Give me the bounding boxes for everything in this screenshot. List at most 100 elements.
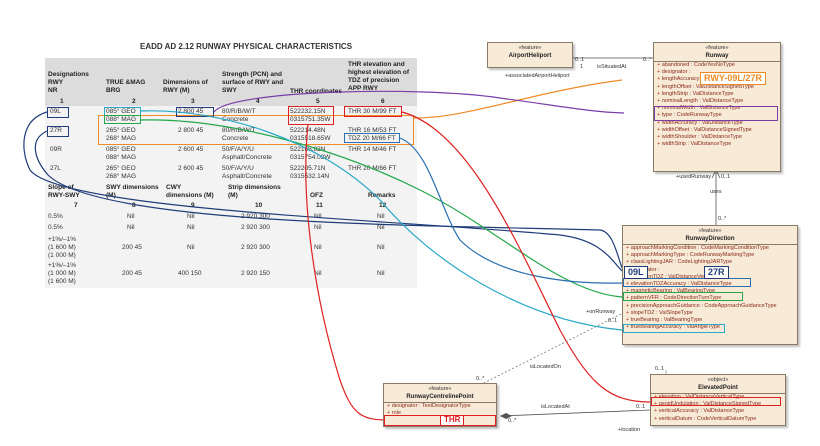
connector-navy-09l <box>23 111 623 272</box>
assoc-label-located-on: isLocatedOn <box>530 364 561 370</box>
assoc-label-on-runway: +onRunway <box>586 309 616 315</box>
table-header-band <box>45 58 417 106</box>
col-header-dimensions: Dimensions of RWY (M) <box>163 79 208 94</box>
attr-role: + role <box>387 410 401 417</box>
table-cell-swy: Nil <box>127 213 135 220</box>
attr-precision-approach-guidance: + precisionApproachGuidance : CodeApproa… <box>626 302 777 309</box>
table-cell-strength: 50/F/A/Y/U Asphalt/Concrete <box>222 165 272 180</box>
attr-pattern-vfr: + patternVFR : CodeDirectionTurnType <box>626 295 722 302</box>
class-name: RunwayCentrelinePoint <box>384 393 496 403</box>
highlight-thr-elevation <box>344 106 402 117</box>
document-title: EADD AD 2.12 RUNWAY PHYSICAL CHARACTERIS… <box>140 42 353 51</box>
col-number: 9 <box>191 202 195 209</box>
connector-red-elev <box>401 111 651 403</box>
table-cell-designator: 27R <box>50 127 62 134</box>
assoc-located-at <box>499 409 651 417</box>
attr-elevation-tdz-accuracy: + elevationTDZAccuracy : ValDistanceType <box>626 281 732 288</box>
callout-direction-09l: 09L <box>624 266 648 279</box>
col-number: 11 <box>316 202 323 209</box>
attr-nominal-length: + nominalLength : ValDistanceType <box>657 98 744 105</box>
class-name: Runway <box>654 52 780 62</box>
table-cell-swy: Nil <box>127 224 135 231</box>
class-airport-heliport[interactable]: «feature» AirportHeliport <box>487 42 573 68</box>
connector-teal <box>140 110 623 331</box>
table-cell-slope: 0.5% <box>48 213 63 220</box>
table-cell-bearing: 265° GEO 268° MAG <box>106 127 137 142</box>
attr-width-strip: + widthStrip : ValDistanceType <box>657 141 732 148</box>
class-name: ElevatedPoint <box>651 384 785 394</box>
highlight-true-bearing-attr <box>623 324 725 333</box>
connector-orange <box>413 79 623 119</box>
highlight-runway-rows <box>98 115 414 145</box>
assoc-label-situated: isSituatedAt <box>597 64 627 70</box>
table-cell-cwy: Nil <box>187 224 195 231</box>
col-header-thr-coordinates: THR coordinates <box>290 88 343 95</box>
multiplicity: 0..1 <box>721 174 731 180</box>
col-number: 1 <box>60 98 64 105</box>
stereotype: «object» <box>707 377 729 383</box>
highlight-tdz-elevation <box>344 133 400 143</box>
table-cell-thr-coordinates: 522232.15N 0315751.35W <box>290 108 331 123</box>
class-name: AirportHeliport <box>508 53 552 59</box>
multiplicity: 0..1 <box>636 404 646 410</box>
connector-red-coord <box>305 123 389 421</box>
col-header-strength: Strength (PCN) and surface of RWY and SW… <box>222 71 284 94</box>
table-cell-dimensions: 2 600 45 <box>178 146 204 153</box>
table-cell-thr-elevation: THR 16 M/53 FT TDZ 20 M/66 FT <box>348 127 397 142</box>
table-cell-designator: 09L <box>50 108 61 115</box>
col-number: 5 <box>316 98 320 105</box>
connector-purple <box>213 90 625 114</box>
multiplicity: 0..* <box>476 376 485 382</box>
attr-abandoned: + abandoned : CodeYesNoType <box>657 62 735 68</box>
col-number: 6 <box>381 98 385 105</box>
table-cell-strip: 2 920 300 <box>241 244 270 251</box>
table-cell-thr-elevation: THR 30 M/99 FT <box>348 108 397 115</box>
col-header-remarks: Remarks <box>368 192 396 199</box>
multiplicity: 0..1 <box>575 57 585 63</box>
col-header-strip: Strip dimensions (M) <box>228 184 281 199</box>
assoc-label-used-runway: +usedRunway <box>676 174 712 180</box>
class-runway-centreline-point[interactable]: «feature» RunwayCentrelinePoint + design… <box>383 383 497 427</box>
table-cell-remarks: Nil <box>377 224 385 231</box>
col-number: 12 <box>379 202 387 209</box>
highlight-elevation <box>651 397 781 406</box>
multiplicity: 1 <box>580 64 584 70</box>
highlight-magnetic-bearing-attr <box>623 292 743 301</box>
callout-runway-designator: RWY-09L/27R <box>700 72 766 85</box>
assoc-label-located-at: isLocatedAt <box>541 404 570 410</box>
highlight-designator-27r <box>47 126 69 137</box>
attr-type: + type : CodeRunwayType <box>657 112 722 119</box>
table-cell-strength: 50/F/A/Y/U Asphalt/Concrete <box>222 146 272 161</box>
table-cell-dimensions: 2 600 45 <box>178 165 204 172</box>
class-runway[interactable]: «feature» Runway + abandoned : CodeYesNo… <box>653 42 781 172</box>
multiplicity: 0..1 <box>608 318 618 324</box>
table-cell-bearing: 265° GEO 268° MAG <box>106 165 137 180</box>
multiplicity: 0..* <box>718 216 727 222</box>
highlight-nominal-attrs <box>654 106 778 121</box>
table-cell-thr-coordinates: 522205.71N 0315532.14N <box>290 165 330 180</box>
table-cell-slope: +1%/–1% (1 000 M) (1 600 M) <box>48 262 77 285</box>
col-number: 10 <box>255 202 263 209</box>
assoc-label-uses: uses <box>710 189 722 195</box>
table-cell-strength: 80/R/B/W/T Concrete <box>222 108 256 123</box>
col-header-bearing: TRUE &MAG BRG <box>106 79 146 94</box>
col-header-ofz: OFZ <box>310 192 323 199</box>
attr-true-bearing: + trueBearing : ValBearingType <box>626 317 703 324</box>
table-cell-swy: 200 45 <box>122 244 142 251</box>
col-header-cwy: CWY dimensions (M) <box>166 184 214 199</box>
stereotype: «feature» <box>428 386 452 392</box>
table-cell-strip: 2 920 300 <box>241 224 270 231</box>
col-number: 8 <box>132 202 136 209</box>
highlight-elevation-tdz <box>623 278 751 287</box>
attr-vertical-datum: + verticalDatum : CodeVerticalDatumType <box>654 415 757 422</box>
table-cell-strength: 80/R/B/W/T Concrete <box>222 127 256 142</box>
table-cell-ofz: Nil <box>314 270 322 277</box>
assoc-label-associated-airport: +associatedAirportHeliport <box>505 73 570 79</box>
table-cell-ofz: Nil <box>314 244 322 251</box>
table-cell-remarks: Nil <box>377 270 385 277</box>
table-cell-ofz: Nil <box>314 224 322 231</box>
attr-approach-marking-type: + approachMarkingType : CodeRunwayMarkin… <box>626 252 755 259</box>
col-number: 2 <box>132 98 136 105</box>
col-number: 4 <box>256 98 260 105</box>
multiplicity: 0..* <box>508 418 517 424</box>
